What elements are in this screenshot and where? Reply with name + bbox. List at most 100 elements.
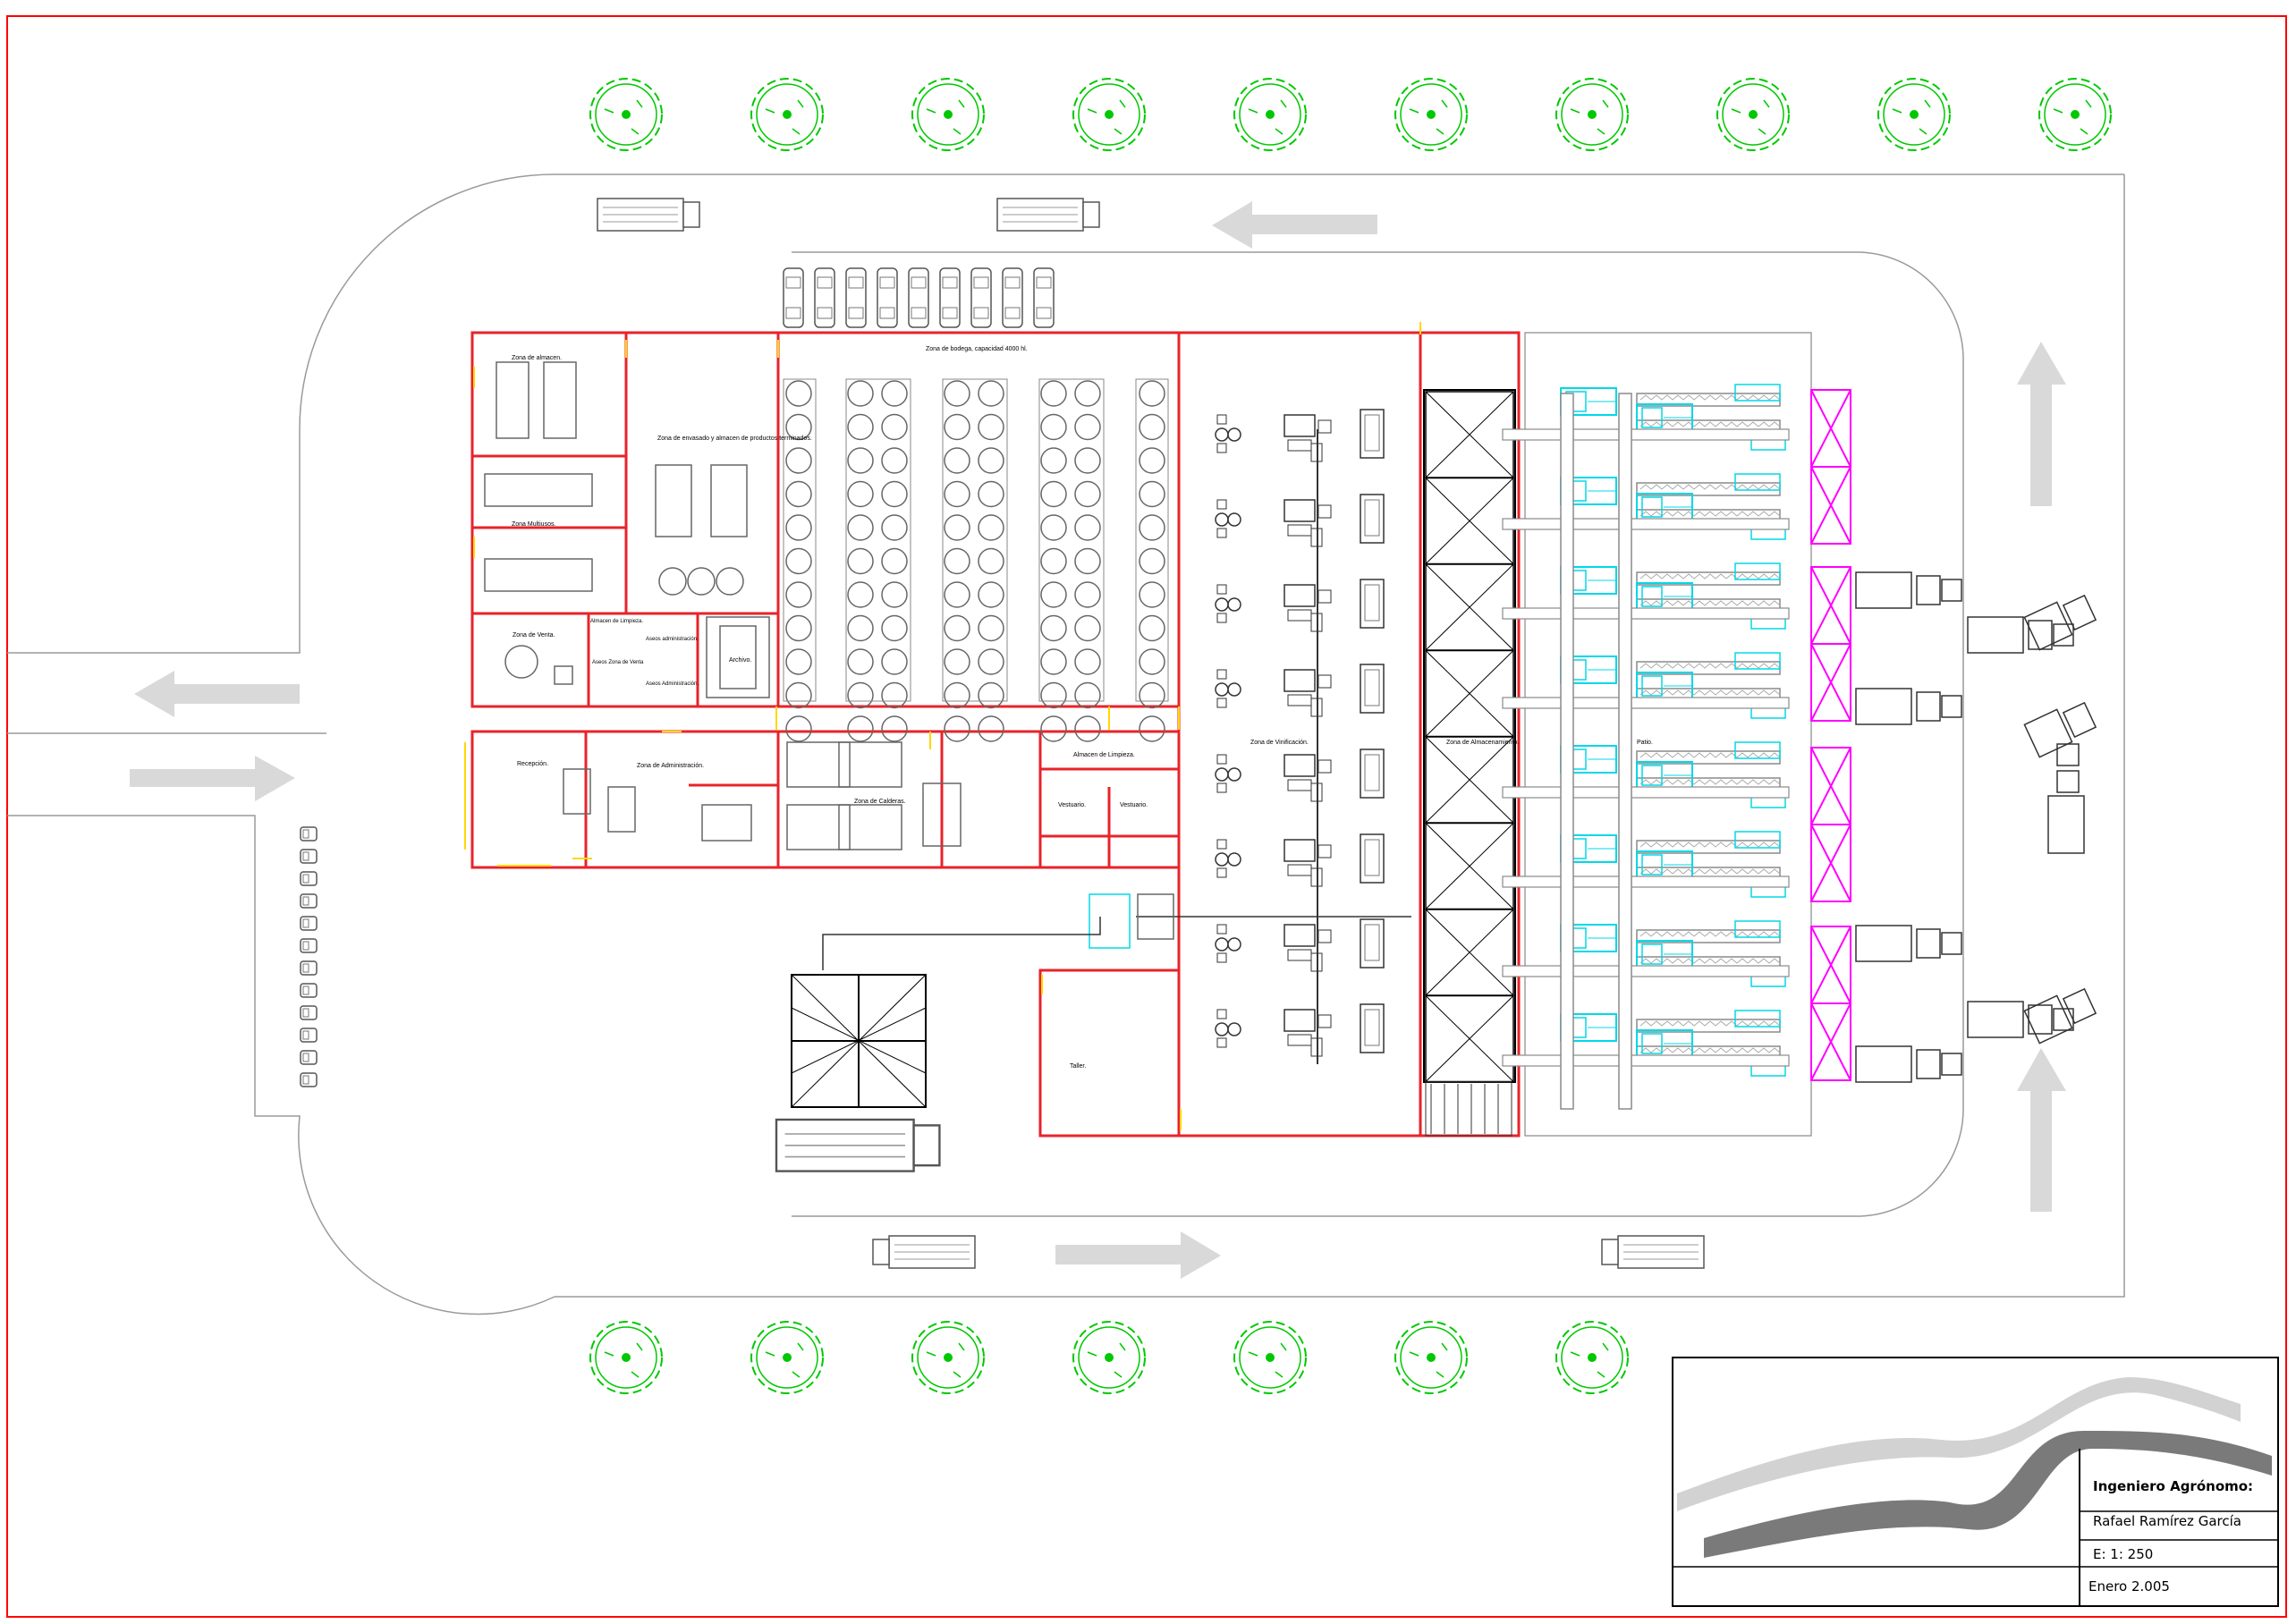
storage-silo [1425,391,1514,478]
storage-silo [1425,994,1514,1083]
wine-tank [1040,614,1067,642]
vinification-press-unit [1215,494,1385,547]
storage-silo [1425,736,1514,824]
label-almacenamiento: Zona de Almacenamiento. [1446,740,1519,746]
tractors [1855,571,2097,1083]
wine-tank [1074,413,1101,441]
wine-tank [944,581,970,608]
wine-tank [785,547,812,575]
wine-tank [847,648,874,675]
wine-tank [847,614,874,642]
label-aseos-venta: Aseos Zona de Venta [592,660,644,665]
storage-silo [1425,563,1514,651]
wine-tank [978,447,1004,474]
wine-tank [1139,547,1165,575]
wine-tank [881,447,908,474]
wine-tank [1074,547,1101,575]
wine-tank [1139,648,1165,675]
zone-labels: Zona de almacen. Zona de bodega, capacid… [512,346,1653,1070]
wine-tank [1074,648,1101,675]
wine-tank [944,681,970,709]
wine-tank [978,614,1004,642]
wine-tank [881,480,908,508]
wine-tank [881,614,908,642]
wine-tank [978,715,1004,742]
vinification-press-unit [1215,664,1385,717]
wine-tank [881,413,908,441]
wine-tank [1074,614,1101,642]
wine-tank [881,715,908,742]
wine-tank [1074,715,1101,742]
wine-tank [881,547,908,575]
wine-tank [1074,581,1101,608]
label-vestuario-1: Vestuario. [1058,802,1086,808]
storage-silo [1425,477,1514,565]
label-aseos-admin: Aseos administración. [646,637,699,642]
wine-tank [1040,514,1067,541]
wine-tank [978,514,1004,541]
label-archivo: Archivo. [729,657,751,664]
vinification-press-unit [1215,579,1385,632]
wine-tank [1040,447,1067,474]
wine-tank [944,648,970,675]
label-limpieza-2: Almacen de Limpieza. [1073,752,1135,758]
patio-area [1425,332,1851,1137]
label-recepcion: Recepción. [517,761,548,767]
wine-tank [785,648,812,675]
wine-tank [1040,581,1067,608]
tank-grid [783,378,1169,742]
wine-tank [881,681,908,709]
wine-tank [1040,380,1067,407]
wine-tank [847,715,874,742]
wine-tank [1139,715,1165,742]
vinification-press-unit [1215,409,1385,462]
building-walls [470,331,1521,1138]
wine-tank [881,514,908,541]
title-block: Ingeniero Agrónomo: Rafael Ramírez Garcí… [1672,1357,2279,1607]
wine-tank [1040,480,1067,508]
wine-tank [1074,514,1101,541]
wine-tank [1040,681,1067,709]
label-patio: Patio. [1637,740,1653,746]
wine-tank [978,681,1004,709]
wine-tank [978,648,1004,675]
wine-tank [1139,480,1165,508]
wine-tank [944,547,970,575]
wine-tank [944,614,970,642]
outdoor-silo-block [791,974,927,1108]
wine-tank [881,380,908,407]
wine-tank [1040,648,1067,675]
label-aseos-admin-2: Aseos Administración. [646,681,699,687]
label-calderas: Zona de Calderas. [854,799,906,805]
wine-tank [785,480,812,508]
wine-tank [1074,380,1101,407]
wine-tank [1139,514,1165,541]
wine-tank [785,614,812,642]
label-limpieza-1: Almacen de Limpieza. [590,619,643,624]
wine-tank [785,581,812,608]
vinification-press-unit [1215,833,1385,887]
wine-tank [847,547,874,575]
wine-tank [1139,681,1165,709]
tree-row-bottom [589,1321,1629,1394]
wine-tank [1074,681,1101,709]
wine-tank [944,447,970,474]
drawing-frame [6,15,2287,1618]
storage-silo [1425,649,1514,738]
storage-silo [1425,909,1514,996]
wine-tank [847,581,874,608]
wine-tank [785,380,812,407]
vinification-press-unit [1215,918,1385,972]
label-barricas: Zona de bodega, capacidad 4000 hl. [926,346,1028,352]
wine-tank [1139,447,1165,474]
wine-tank [1074,480,1101,508]
wine-tank [978,547,1004,575]
silo-column [1423,389,1516,1134]
wine-tank [785,447,812,474]
wine-tank [978,480,1004,508]
wine-tank [847,681,874,709]
wine-tank [847,480,874,508]
wine-tank [1040,547,1067,575]
engineer-name: Rafael Ramírez García [2093,1513,2241,1529]
wine-tank [1040,715,1067,742]
